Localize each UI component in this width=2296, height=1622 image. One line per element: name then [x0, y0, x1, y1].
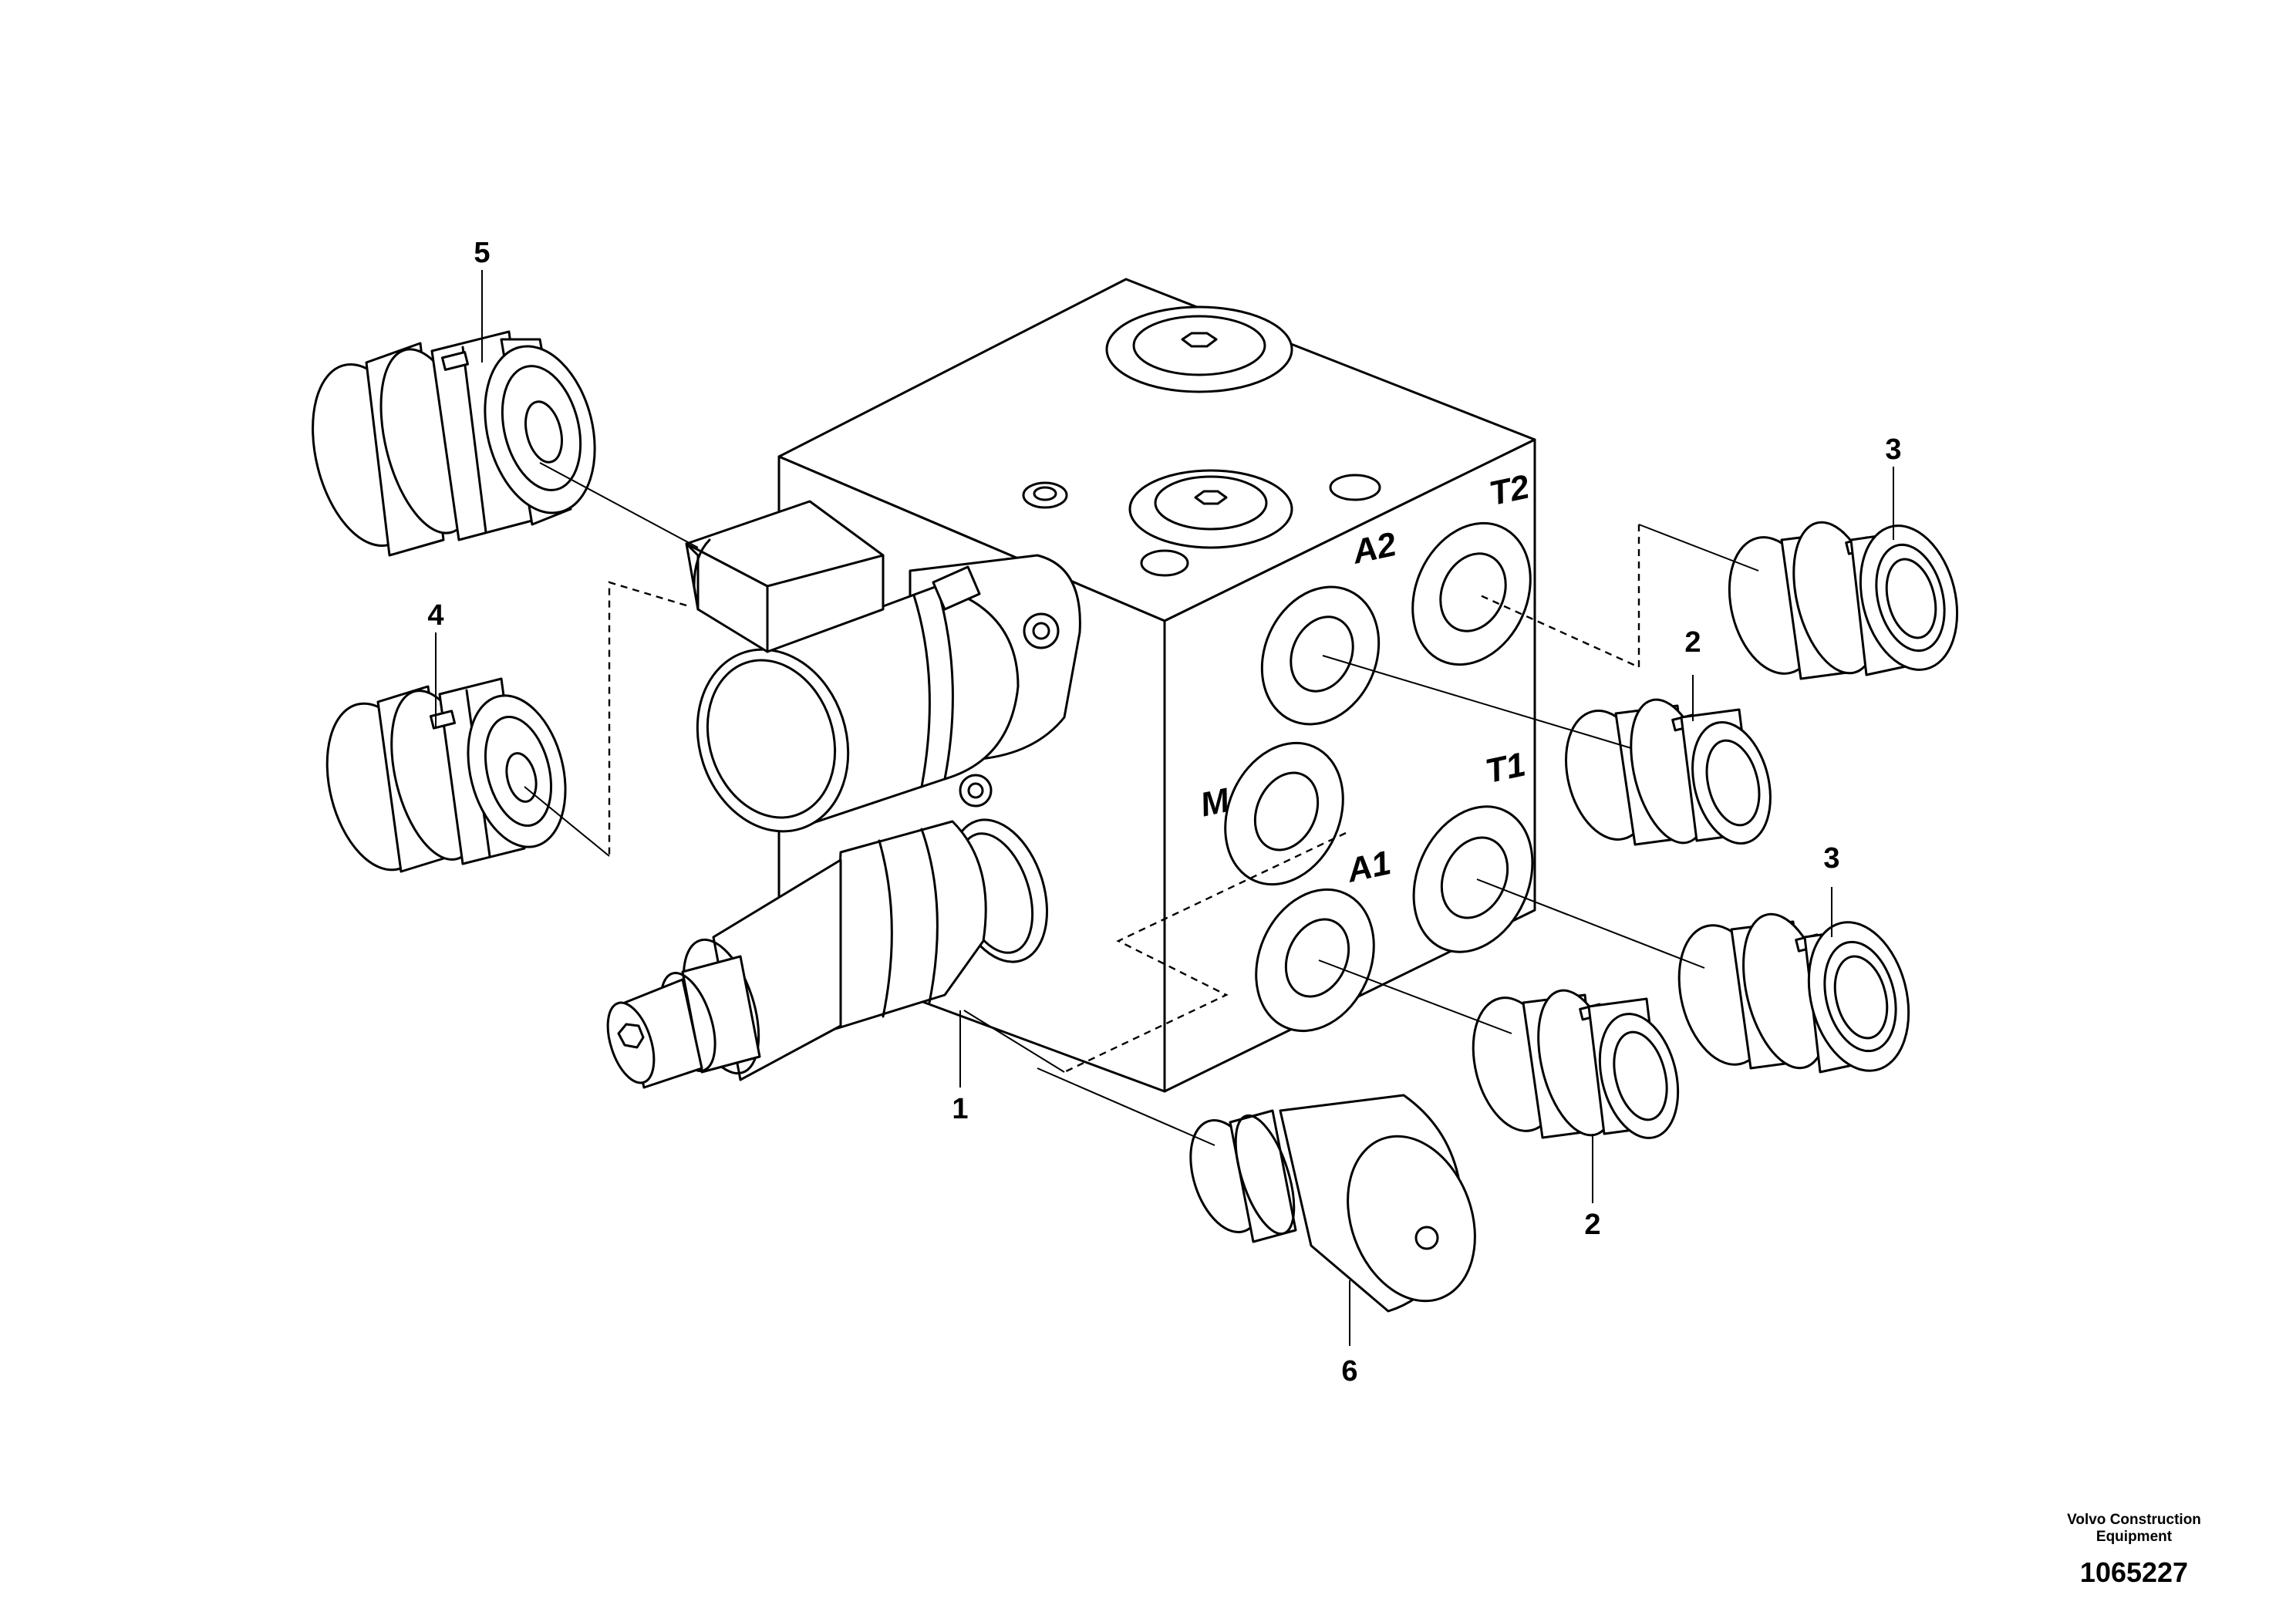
- top-small-port-left: [1022, 481, 1068, 509]
- solenoid-valve: [685, 500, 1081, 833]
- fitting-item-2-upper: [1565, 698, 1772, 846]
- port-t1: [1412, 805, 1534, 953]
- drawing-number: 1065227: [2079, 1556, 2189, 1588]
- port-label-t2: T2: [1486, 467, 1533, 513]
- top-small-port-front: [1140, 549, 1189, 577]
- top-plug-rear: [1105, 305, 1293, 393]
- callout-1: 1: [952, 1093, 968, 1125]
- drawing-footer: Volvo Construction Equipment 1065227: [2018, 1512, 2250, 1589]
- port-label-t1: T1: [1482, 746, 1529, 791]
- callout-3-upper: 3: [1885, 433, 1901, 466]
- port-m: [1224, 741, 1344, 886]
- fitting-item-3-lower: [1677, 912, 1910, 1074]
- pressure-valve: [606, 818, 1048, 1089]
- fitting-item-3-upper: [1728, 521, 1959, 680]
- callout-2-upper: 2: [1684, 626, 1701, 659]
- callout-3-lower: 3: [1823, 842, 1839, 875]
- port-label-a1: A1: [1343, 844, 1394, 890]
- callout-6: 6: [1341, 1355, 1357, 1388]
- sensor-item-6: [1189, 1094, 1476, 1313]
- fitting-item-4: [325, 677, 567, 873]
- top-small-port-right: [1329, 474, 1381, 501]
- port-a2: [1260, 585, 1381, 726]
- port-t2: [1411, 521, 1532, 666]
- fitting-item-2-lower: [1472, 989, 1680, 1139]
- fitting-item-5: [312, 330, 596, 557]
- port-label-a2: A2: [1348, 525, 1400, 572]
- leader-lines: [435, 270, 1894, 1346]
- top-plug-front: [1128, 469, 1293, 549]
- brand-line-2: Equipment: [2095, 1529, 2173, 1545]
- callout-5: 5: [474, 237, 490, 269]
- callout-4: 4: [427, 599, 443, 632]
- brand-line-1: Volvo Construction: [2067, 1512, 2201, 1528]
- callout-2-lower: 2: [1584, 1209, 1600, 1241]
